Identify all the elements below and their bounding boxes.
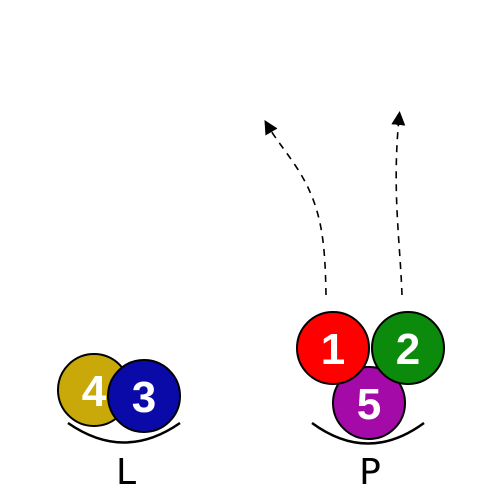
- ball-1-circle: [296, 311, 370, 385]
- group-l: 4 3 L: [57, 353, 181, 493]
- group-p: 5 1 2 P: [296, 311, 445, 493]
- ball-5-circle: [332, 366, 406, 440]
- ball-2-circle: [371, 311, 445, 385]
- ball-5: 5: [332, 366, 406, 440]
- ball-2: 2: [371, 311, 445, 385]
- ball-1-label: 1: [321, 325, 345, 374]
- group-label-p: P: [359, 452, 381, 493]
- cup-arc-p: [311, 421, 425, 445]
- trajectory-arrow-ball-2: [391, 111, 406, 296]
- cup-arc-l: [67, 421, 181, 444]
- ball-4-label: 4: [82, 367, 107, 416]
- ball-3: 3: [107, 359, 181, 433]
- ball-2-label: 2: [396, 325, 420, 374]
- ball-3-label: 3: [132, 373, 156, 422]
- trajectory-arrow-ball-1: [264, 119, 327, 296]
- ball-5-label: 5: [357, 380, 381, 429]
- ball-3-circle: [107, 359, 181, 433]
- group-label-l: L: [116, 452, 136, 493]
- ball-1: 1: [296, 311, 370, 385]
